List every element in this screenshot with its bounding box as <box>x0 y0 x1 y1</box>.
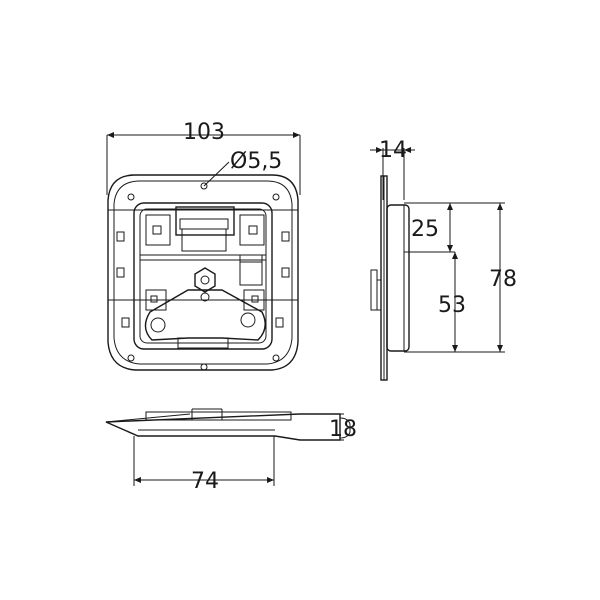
offset-label: 25 <box>411 217 439 242</box>
side-view: 14 25 78 53 <box>370 138 517 381</box>
inner-height-label: 53 <box>438 293 466 318</box>
inner-dish <box>133 202 273 350</box>
height-overall-label: 78 <box>489 267 517 292</box>
thickness-label: 18 <box>329 417 357 442</box>
mounting-holes <box>116 182 290 371</box>
bottom-view: 74 18 <box>105 408 357 494</box>
outer-plate <box>107 174 299 371</box>
width-dimension-line <box>106 132 301 195</box>
depth-label: 14 <box>379 138 407 163</box>
inner-width-label: 74 <box>191 469 219 494</box>
hole-diameter-label: Ø5,5 <box>230 149 282 174</box>
butterfly-handle <box>144 289 266 341</box>
front-view: 103 Ø5,5 <box>106 120 301 371</box>
width-overall-label: 103 <box>183 120 225 145</box>
hole-leader <box>203 161 230 187</box>
